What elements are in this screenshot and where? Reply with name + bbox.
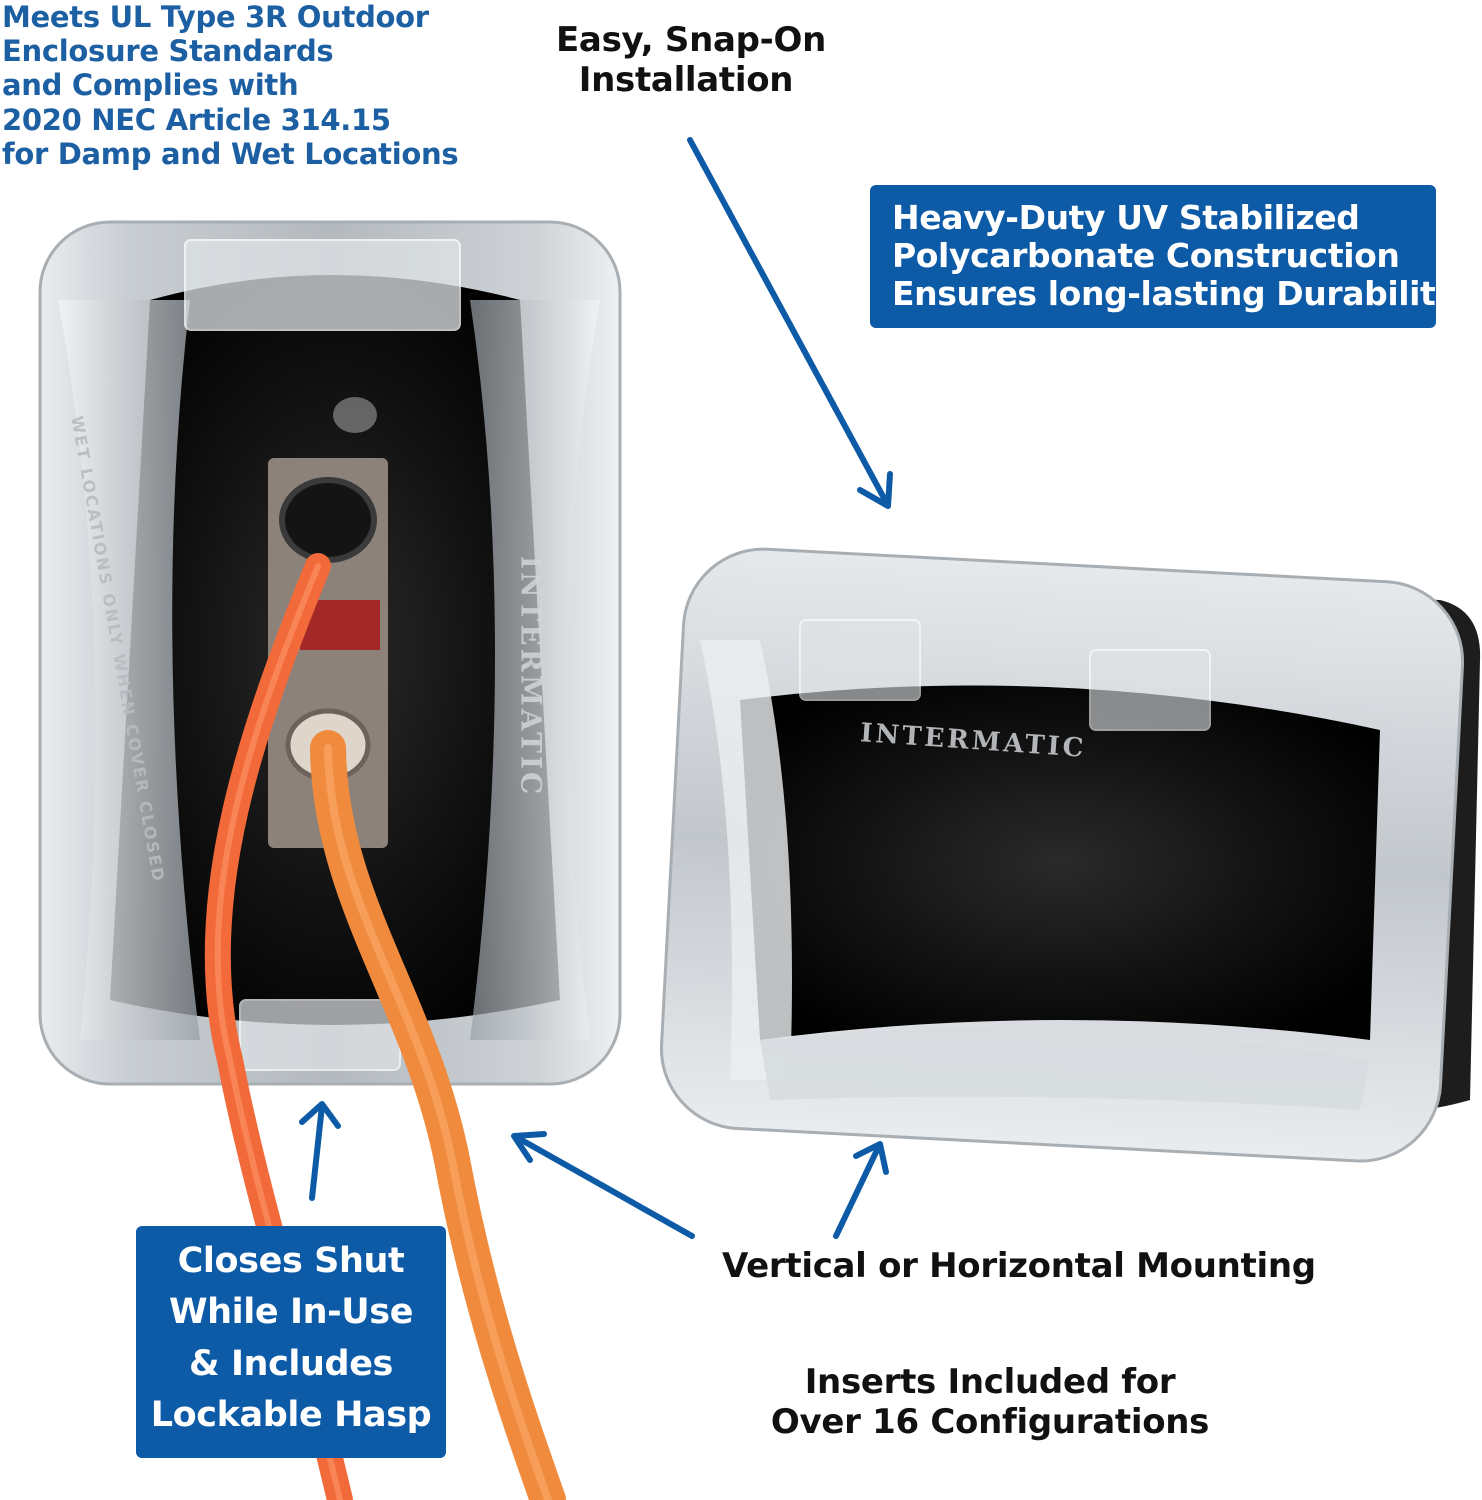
closes-shut-line-3: & Includes [189,1343,393,1384]
closes-shut-badge: Closes Shut While In-Use & Includes Lock… [136,1226,446,1458]
snap-on-callout: Easy, Snap-On Installation [556,20,826,101]
polycarbonate-line-3: Ensures long-lasting Durability [892,273,1457,313]
ul-standards-line-1: Meets UL Type 3R Outdoor [2,0,429,34]
snap-on-line-1: Easy, Snap-On [556,20,826,60]
horizontal-cover [659,547,1481,1163]
ul-standards-callout: Meets UL Type 3R Outdoor Enclosure Stand… [2,0,459,171]
closes-shut-line-2: While In-Use [168,1292,414,1333]
inserts-line-1: Inserts Included for [804,1362,1176,1402]
ul-standards-line-4: 2020 NEC Article 314.15 [2,102,391,137]
polycarbonate-line-2: Polycarbonate Construction [892,235,1400,275]
ul-standards-line-3: and Complies with [2,68,299,103]
arrow-mounting-right-icon [833,1141,889,1239]
brand-mark-vertical: INTERMATIC [514,555,548,798]
polycarbonate-badge: Heavy-Duty UV Stabilized Polycarbonate C… [870,185,1457,328]
snap-on-line-2: Installation [578,60,794,101]
polycarbonate-line-1: Heavy-Duty UV Stabilized [892,198,1360,237]
inserts-callout: Inserts Included for Over 16 Configurati… [760,1362,1220,1442]
vertical-cover [38,220,622,1086]
arrow-mounting-left-icon [511,1131,695,1239]
closes-shut-line-1: Closes Shut [177,1241,405,1281]
closes-shut-line-4: Lockable Hasp [150,1395,432,1436]
ul-standards-line-2: Enclosure Standards [2,34,334,69]
arrow-snap-on-icon [687,137,893,509]
ul-standards-line-5: for Damp and Wet Locations [2,136,459,171]
inserts-line-2: Over 16 Configurations [770,1402,1210,1443]
arrow-hasp-icon [299,1101,341,1201]
mounting-callout: Vertical or Horizontal Mounting [722,1246,1316,1286]
